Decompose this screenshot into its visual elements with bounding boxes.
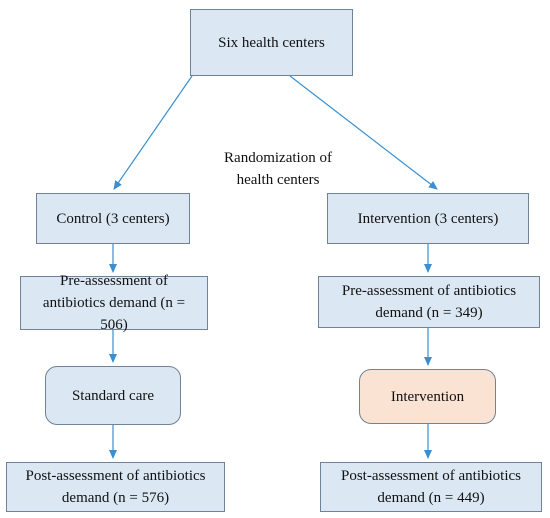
intervention-arm-node: Intervention (3 centers) [327, 193, 529, 244]
post-assessment-control-label: Post-assessment of antibiotics demand (n… [25, 468, 206, 506]
arrow-top-to-control [113, 75, 193, 190]
intervention-label: Intervention [390, 388, 465, 405]
standard-care-label: Standard care [71, 387, 155, 404]
top-node-six-health-centers: Six health centers [190, 9, 353, 76]
post-assessment-control-node: Post-assessment of antibiotics demand (n… [6, 462, 225, 512]
control-node-label: Control (3 centers) [56, 210, 170, 227]
post-assessment-intervention-label: Post-assessment of antibiotics demand (n… [341, 468, 521, 506]
standard-care-node: Standard care [45, 366, 181, 425]
top-node-label: Six health centers [218, 34, 325, 51]
pre-assessment-control-node: Pre-assessment of antibiotics demand (n … [20, 273, 208, 333]
intervention-node: Intervention [359, 369, 496, 424]
randomization-label-text: Randomization of health centers [224, 150, 332, 188]
arrow-top-to-intervention-arm [289, 75, 438, 190]
control-node: Control (3 centers) [36, 193, 190, 244]
intervention-arm-node-label: Intervention (3 centers) [357, 210, 499, 227]
pre-assessment-control-label: Pre-assessment of antibiotics demand (n … [42, 273, 186, 333]
post-assessment-intervention-node: Post-assessment of antibiotics demand (n… [320, 462, 542, 512]
pre-assessment-intervention-label: Pre-assessment of antibiotics demand (n … [341, 283, 517, 321]
randomization-label: Randomization of health centers [218, 147, 338, 191]
pre-assessment-intervention-node: Pre-assessment of antibiotics demand (n … [318, 276, 540, 328]
